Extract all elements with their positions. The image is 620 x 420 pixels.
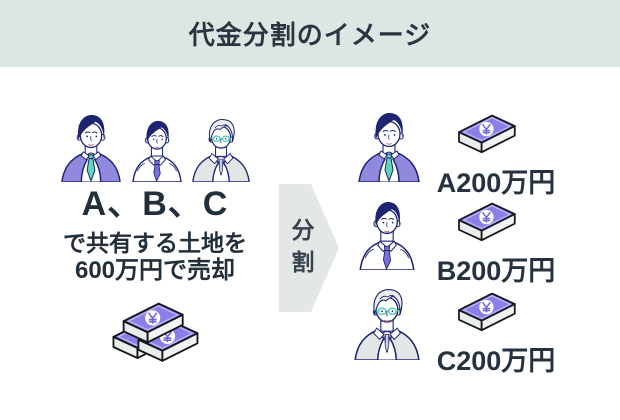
result-row-c: C200万円 xyxy=(352,286,604,376)
result-row-a: A200万円 xyxy=(352,108,604,198)
co-owners-group: A、B、C で共有する土地を 600万円で売却 xyxy=(30,108,280,376)
amount-label-a: A200万円 xyxy=(436,168,556,198)
man-white-shirt-purple-tie-icon xyxy=(131,119,183,182)
elderly-man-glasses-gray-suit-icon xyxy=(191,118,251,182)
money-stack-icon xyxy=(106,299,204,371)
amount-label-b: B200万円 xyxy=(436,256,556,286)
header-band: 代金分割のイメージ xyxy=(0,0,620,67)
money-bundle-icon xyxy=(452,111,520,162)
amount-label-c: C200万円 xyxy=(436,346,556,376)
result-row-b: B200万円 xyxy=(352,196,604,286)
businessman-purple-suit-icon xyxy=(59,112,123,182)
co-owners-people-row xyxy=(59,108,251,182)
money-stack-wrap xyxy=(106,299,204,376)
split-arrow-label: 分割 xyxy=(288,218,314,282)
sale-price-line: 600万円で売却 xyxy=(74,257,236,285)
money-bundle-icon xyxy=(452,289,520,340)
page-title: 代金分割のイメージ xyxy=(188,20,432,50)
shared-land-line: で共有する土地を xyxy=(63,229,247,256)
owners-names: A、B、C xyxy=(81,185,229,223)
money-bundle-icon xyxy=(452,199,520,250)
